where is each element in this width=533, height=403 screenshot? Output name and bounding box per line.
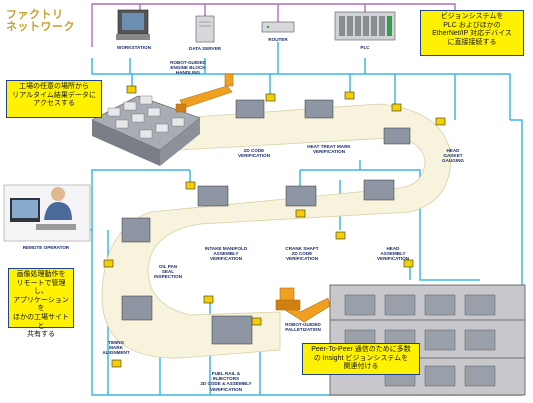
- callout-vision-plc: ビジョンシステムを PLC およびほかの EtherNet/IP 対応デバイス …: [420, 10, 524, 56]
- robot-arm-palletization: [275, 287, 331, 323]
- station-timing-mark: TIMING MARK ALIGNMENT: [102, 340, 130, 356]
- robot-arm-engine-handling: [175, 73, 234, 113]
- station-robot-guided-engine-block: ROBOT-GUIDED ENGINE BLOCK HANDLING: [170, 60, 206, 76]
- station-heat-treat: HEAT TREAT MARK VERIFICATION: [307, 144, 351, 155]
- station-oil-pan: OIL PAN SEAL INSPECTION: [153, 264, 183, 280]
- station-fuel-rail: FUEL RAIL & INJECTORS 2D CODE & ASSEMBLY…: [200, 371, 252, 392]
- pallet-rack: [329, 284, 526, 396]
- vision-cameras: [103, 85, 446, 368]
- data-server-icon: [195, 15, 215, 43]
- station-intake-manifold: INTAKE MANIFOLD ASSEMBLY VERIFICATION: [204, 246, 248, 262]
- workstation-label: WORKSTATION: [116, 45, 152, 50]
- conveyor-line: [101, 103, 451, 359]
- workstation-icon: [116, 9, 150, 40]
- engine-block-tray: [91, 95, 201, 166]
- station-robot-palletization: ROBOT-GUIDED PALLETIZATION: [285, 322, 321, 333]
- callout-remote-manage: 画像処理動作を リモートで管理し、 アプリケーションを ほかの工場サイトと 共有…: [8, 268, 74, 338]
- remote-operator-illustration: [3, 184, 91, 242]
- router-icon: [261, 21, 295, 33]
- remote-operator-label: REMOTE OPERATOR: [22, 245, 70, 250]
- station-crank-shaft: CRANK SHAFT 2D CODE VERIFICATION: [285, 246, 319, 262]
- station-head-assembly: HEAD ASSEMBLY VERIFICATION: [376, 246, 410, 262]
- engine-blocks: [121, 99, 411, 345]
- station-2d-code: 2D CODE VERIFICATION: [237, 148, 271, 159]
- station-head-gasket: HEAD GASKET GAUGING: [442, 148, 464, 164]
- callout-realtime-access: 工場の任意の場所から リアルタイム結果データに アクセスする: [6, 80, 102, 118]
- page-title: ファクトリ ネットワーク: [6, 9, 75, 33]
- plc-icon: [334, 11, 396, 41]
- plc-label: PLC: [360, 45, 370, 50]
- callout-peer-to-peer: Peer-To-Peer 通信のために多数 の Insight ビジョンシステム…: [302, 343, 420, 375]
- router-label: ROUTER: [268, 37, 288, 42]
- data-server-label: DATA SERVER: [189, 46, 221, 51]
